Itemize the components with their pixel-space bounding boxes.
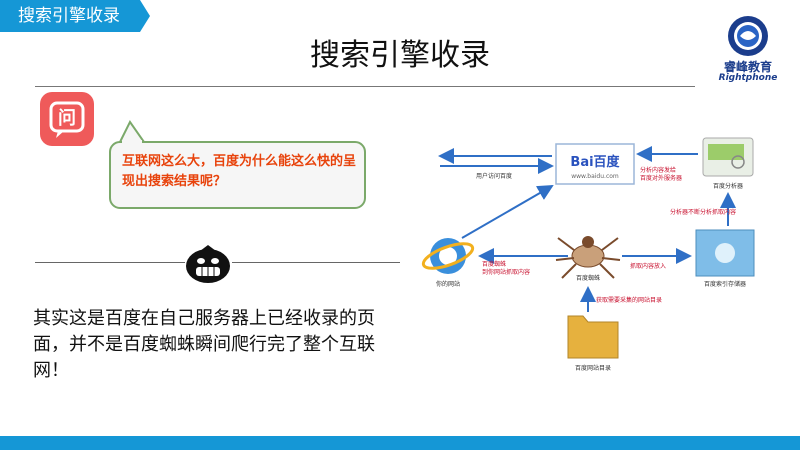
explanation-text: 其实这是百度在自己服务器上已经收录的页面，并不是百度蜘蛛瞬间爬行完了整个互联网！ [33,308,375,381]
divider-left [35,262,185,263]
your-site-node [421,238,475,274]
arrow-site-to-baidu [461,184,554,239]
logo-emblem-icon [728,16,768,56]
label-analyzer: 百度分析器 [713,182,743,190]
baidu-server-node: Bai百度 www.baidu.com [555,143,635,185]
label-spider-1: 百度蜘蛛 [482,260,506,268]
label-spider-2: 到你网站抓取内容 [482,268,530,276]
bottom-bar [0,436,800,450]
label-get-dir: 获取需要采集的网站目录 [596,296,662,304]
bubble-question-text: 互联网这么大，百度为什么能这么快的呈现出搜索结果呢？ [122,154,357,189]
index-storage-node [695,229,755,277]
speech-bubble [109,120,366,209]
label-site-dir: 百度网站目录 [575,364,611,372]
label-storage: 百度索引存储器 [704,280,746,288]
crawl-diagram: Bai百度 www.baidu.com 用户访问百度 百度分析器 分析内容发给 … [421,137,755,372]
label-analyze-1: 分析内容发给 [640,166,676,174]
spider-node [555,236,621,279]
label-analyzer-fetch: 分析器不断分析抓取内容 [670,208,736,216]
analyzer-node [702,137,754,177]
grinning-face-icon [186,245,230,283]
label-your-site: 你的网站 [436,280,460,288]
label-analyze-2: 百度对外服务器 [640,174,682,182]
title-divider [35,86,695,87]
question-app-icon: 问 [40,92,94,146]
label-spider: 百度蜘蛛 [576,274,600,282]
section-tag: 搜索引擎收录 [0,0,150,32]
question-glyph-icon: 问 [49,101,85,138]
divider-right [232,262,400,263]
logo-name: 睿峰教育 [723,60,772,74]
baidu-url-text: www.baidu.com [571,173,619,180]
label-store-in: 抓取内容放入 [630,262,666,270]
site-directory-node [567,315,619,359]
svg-text:问: 问 [58,108,76,129]
baidu-logo-text: Bai百度 [570,154,620,170]
page-title: 搜索引擎收录 [310,38,490,73]
logo-subtitle: Rightphone [718,73,778,83]
label-user-visit: 用户访问百度 [476,172,512,180]
